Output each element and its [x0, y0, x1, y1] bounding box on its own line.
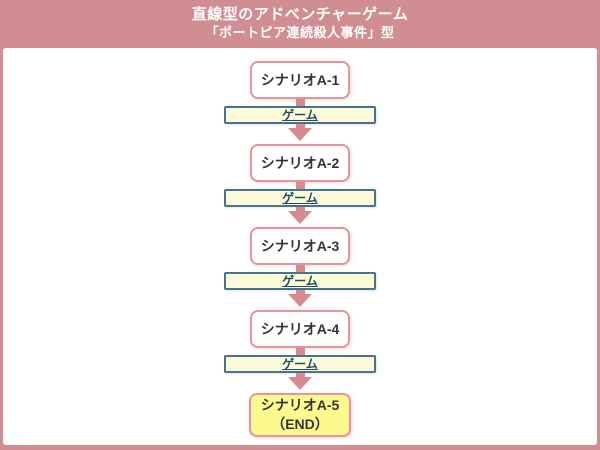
arrow-stem [295, 124, 305, 128]
flow-arrow-down [288, 373, 312, 390]
game-bar-label: ゲーム [282, 108, 318, 122]
down-arrow-icon [288, 377, 312, 390]
game-bar-label: ゲーム [282, 191, 318, 205]
down-arrow-icon [288, 211, 312, 224]
arrow-stem [295, 373, 305, 377]
scenario-node-a5-end: シナリオA-5 （END） [249, 393, 351, 437]
scenario-node-label: シナリオA-3 [260, 238, 340, 254]
page-title: 直線型のアドベンチャーゲーム [191, 6, 409, 23]
game-bar-label: ゲーム [282, 357, 318, 371]
end-node-label-line2: （END） [271, 416, 329, 432]
game-bar-3: ゲーム [224, 272, 376, 290]
connector-line [295, 182, 305, 189]
arrow-stem [295, 290, 305, 294]
scenario-node-a1: シナリオA-1 [250, 61, 350, 99]
scenario-node-a2: シナリオA-2 [250, 144, 350, 182]
end-node-label-line1: シナリオA-5 [260, 397, 340, 413]
page-subtitle: 「ポートピア連続殺人事件」型 [205, 25, 395, 40]
flowchart-canvas: シナリオA-1 ゲーム シナリオA-2 ゲーム シナリオA-3 ゲーム [3, 48, 597, 445]
game-bar-1: ゲーム [224, 106, 376, 124]
scenario-node-label: シナリオA-4 [260, 321, 340, 337]
flow-arrow-down [288, 124, 312, 141]
game-bar-4: ゲーム [224, 355, 376, 373]
game-bar-2: ゲーム [224, 189, 376, 207]
scenario-node-label: シナリオA-2 [260, 155, 340, 171]
connector-line [295, 348, 305, 355]
connector-line [295, 265, 305, 272]
flow-arrow-down [288, 207, 312, 224]
scenario-node-a3: シナリオA-3 [250, 227, 350, 265]
game-bar-label: ゲーム [282, 274, 318, 288]
slide-header: 直線型のアドベンチャーゲーム 「ポートピア連続殺人事件」型 [0, 0, 600, 48]
down-arrow-icon [288, 294, 312, 307]
scenario-node-label: シナリオA-1 [260, 72, 340, 88]
scenario-node-a4: シナリオA-4 [250, 310, 350, 348]
down-arrow-icon [288, 128, 312, 141]
arrow-stem [295, 207, 305, 211]
flow-arrow-down [288, 290, 312, 307]
connector-line [295, 99, 305, 106]
